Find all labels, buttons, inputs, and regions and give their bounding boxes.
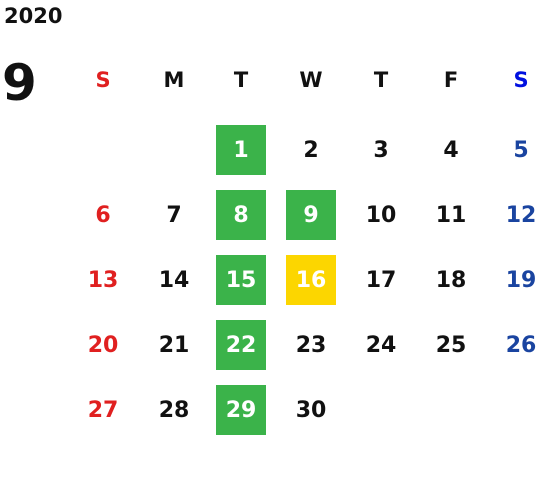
- day-cell[interactable]: 16: [286, 255, 336, 305]
- day-cell[interactable]: 18: [435, 267, 467, 293]
- weekday-label: S: [513, 68, 529, 92]
- day-cell[interactable]: 22: [216, 320, 266, 370]
- day-cell[interactable]: 28: [158, 397, 190, 423]
- day-cell[interactable]: 25: [435, 332, 467, 358]
- day-cell[interactable]: 7: [166, 202, 182, 228]
- day-cell[interactable]: 17: [365, 267, 397, 293]
- day-cell[interactable]: 3: [373, 137, 389, 163]
- calendar-month: 9: [2, 54, 37, 112]
- day-cell[interactable]: 29: [216, 385, 266, 435]
- day-cell[interactable]: 15: [216, 255, 266, 305]
- day-cell[interactable]: 21: [158, 332, 190, 358]
- day-cell[interactable]: 10: [365, 202, 397, 228]
- day-cell[interactable]: 5: [513, 137, 529, 163]
- day-cell[interactable]: 4: [443, 137, 459, 163]
- day-cell[interactable]: 8: [216, 190, 266, 240]
- day-cell[interactable]: 14: [158, 267, 190, 293]
- day-cell[interactable]: 26: [505, 332, 537, 358]
- weekday-label: T: [233, 68, 249, 92]
- day-cell[interactable]: 12: [505, 202, 537, 228]
- day-cell[interactable]: 27: [87, 397, 119, 423]
- weekday-label: W: [299, 68, 323, 92]
- weekday-label: S: [95, 68, 111, 92]
- day-cell[interactable]: 20: [87, 332, 119, 358]
- day-cell[interactable]: 30: [295, 397, 327, 423]
- day-cell[interactable]: 13: [87, 267, 119, 293]
- day-cell[interactable]: 2: [303, 137, 319, 163]
- day-cell[interactable]: 24: [365, 332, 397, 358]
- day-cell[interactable]: 11: [435, 202, 467, 228]
- weekday-label: F: [443, 68, 459, 92]
- day-cell[interactable]: 1: [216, 125, 266, 175]
- calendar-year: 2020: [4, 4, 63, 28]
- weekday-label: M: [163, 68, 185, 92]
- day-cell[interactable]: 6: [95, 202, 111, 228]
- day-cell[interactable]: 23: [295, 332, 327, 358]
- weekday-label: T: [373, 68, 389, 92]
- day-cell[interactable]: 19: [505, 267, 537, 293]
- day-cell[interactable]: 9: [286, 190, 336, 240]
